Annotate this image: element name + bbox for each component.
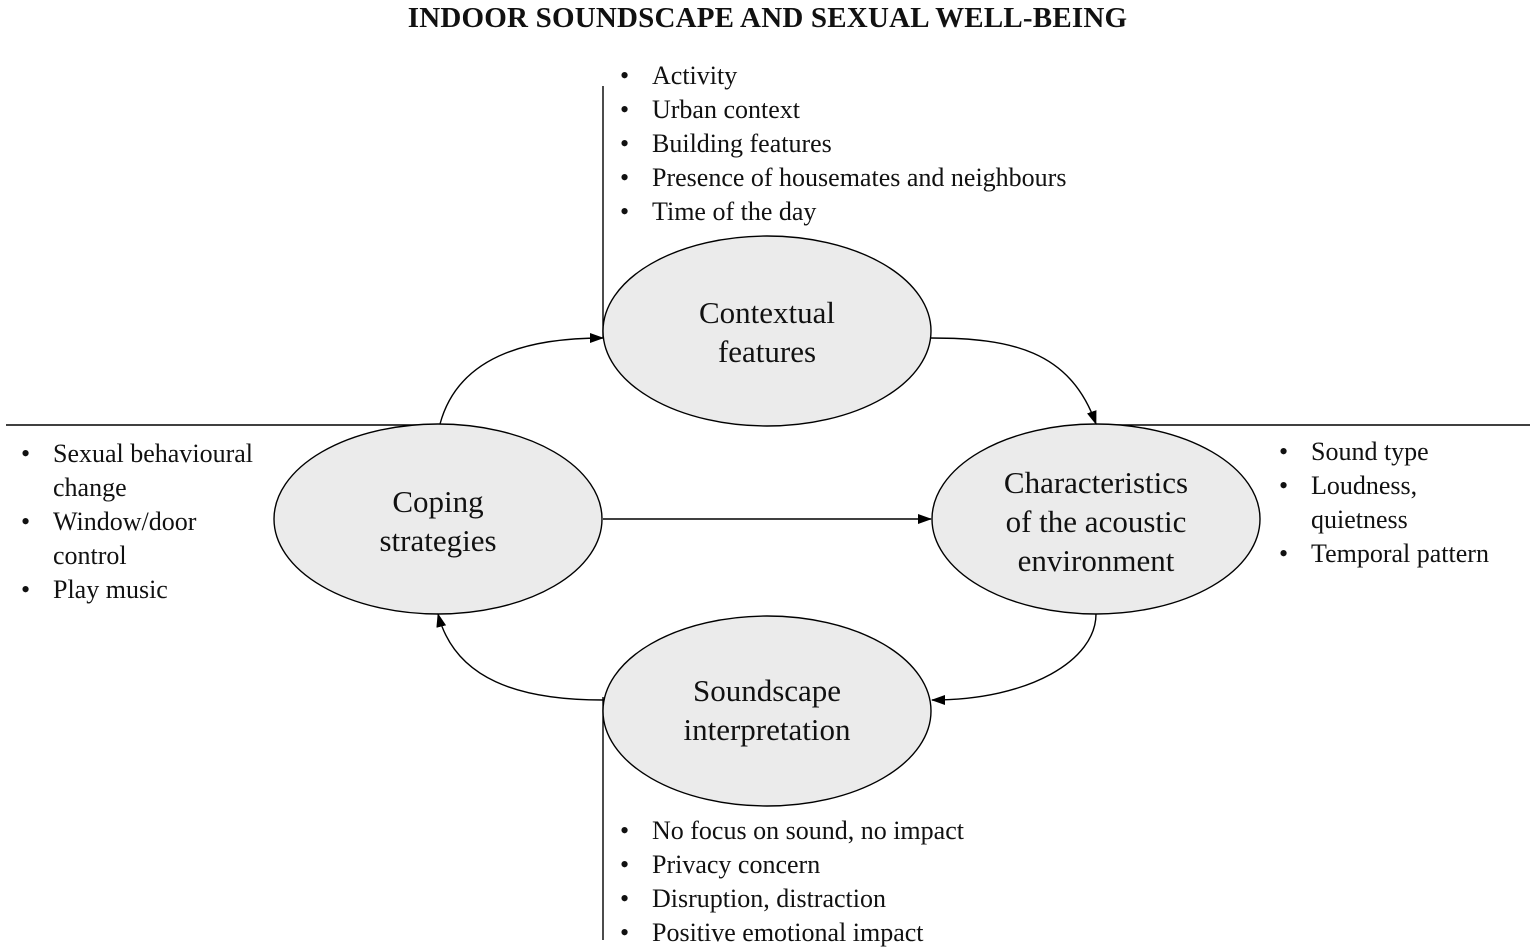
list-item-text: Positive emotional impact	[652, 918, 924, 947]
coping-strategies-list: Sexual behavioural change Window/door co…	[21, 437, 253, 607]
list-item-text: Activity	[652, 61, 738, 90]
contextual-features-node	[602, 235, 932, 427]
list-item-text: Privacy concern	[652, 850, 821, 879]
node-label-line: Coping	[392, 484, 484, 519]
list-item: Sexual behavioural change	[21, 437, 253, 505]
diagram-title: INDOOR SOUNDSCAPE AND SEXUAL WELL-BEING	[407, 2, 1128, 34]
list-item: Loudness, quietness	[1279, 469, 1489, 537]
list-item-text: control	[53, 541, 127, 570]
node-label-line: of the acoustic	[1005, 503, 1187, 539]
list-item-text: Loudness,	[1311, 471, 1418, 500]
list-item-text: Play music	[53, 575, 168, 604]
list-item-text: Urban context	[652, 95, 801, 124]
list-item-text: quietness	[1311, 505, 1408, 534]
list-item-text: Disruption, distraction	[652, 884, 886, 913]
contextual-features-label: Contextual features	[603, 292, 931, 372]
node-label-line: Contextual	[698, 295, 836, 330]
list-item: Sound type	[1279, 435, 1489, 469]
node-label-line: environment	[1017, 542, 1175, 578]
list-item: Privacy concern	[620, 848, 964, 882]
list-item-text: Sound type	[1311, 437, 1429, 466]
arrow-contextual-to-acoustic	[930, 337, 1097, 425]
soundscape-interpretation-label: Soundscape interpretation	[603, 670, 931, 750]
list-item: Time of the day	[620, 195, 1066, 229]
list-item: Positive emotional impact	[620, 916, 964, 950]
list-item: Play music	[21, 573, 253, 607]
list-item: No focus on sound, no impact	[620, 814, 964, 848]
acoustic-environment-label: Characteristics of the acoustic environm…	[932, 461, 1260, 581]
node-label-line: Characteristics	[1003, 464, 1189, 500]
soundscape-interpretation-node	[602, 615, 932, 807]
list-item: Building features	[620, 127, 1066, 161]
list-item-text: Building features	[652, 129, 832, 158]
node-label-line: strategies	[379, 523, 497, 558]
list-item: Presence of housemates and neighbours	[620, 161, 1066, 195]
coping-strategies-label: Coping strategies	[274, 481, 602, 561]
list-item-text: Sexual behavioural	[53, 439, 253, 468]
node-label-line: features	[717, 334, 817, 369]
list-item: Disruption, distraction	[620, 882, 964, 916]
node-label-line: interpretation	[683, 712, 851, 747]
list-item: Temporal pattern	[1279, 537, 1489, 571]
list-item-text: Window/door	[53, 507, 197, 536]
arrow-acoustic-to-interpretation	[931, 613, 1097, 705]
soundscape-interpretation-list: No focus on sound, no impact Privacy con…	[620, 814, 964, 950]
node-label-line: Soundscape	[692, 673, 842, 708]
list-item-text: change	[53, 473, 127, 502]
list-item-text: Presence of housemates and neighbours	[652, 163, 1067, 192]
list-item: Window/door control	[21, 505, 253, 573]
arrow-interpretation-to-coping	[436, 613, 604, 701]
list-item-text: No focus on sound, no impact	[652, 816, 964, 845]
list-item: Urban context	[620, 93, 1066, 127]
list-item: Activity	[620, 59, 1066, 93]
list-item-text: Time of the day	[652, 197, 817, 226]
acoustic-environment-list: Sound type Loudness, quietness Temporal …	[1279, 435, 1489, 571]
contextual-features-list: Activity Urban context Building features…	[620, 59, 1066, 229]
list-item-text: Temporal pattern	[1311, 539, 1489, 568]
arrow-coping-to-contextual	[439, 333, 604, 425]
